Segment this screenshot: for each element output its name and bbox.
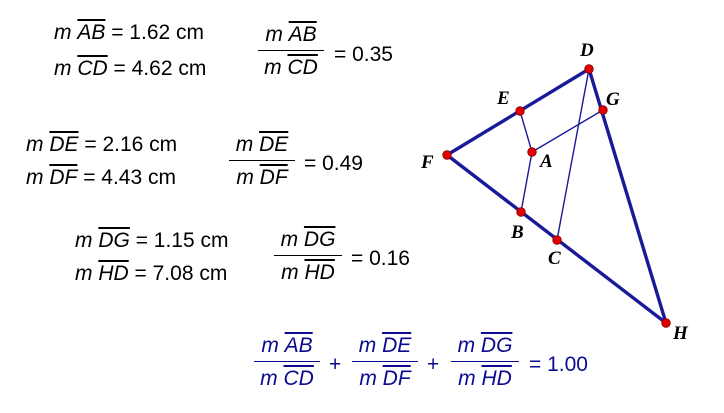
measure-cd-value: = 4.62 cm <box>113 57 207 80</box>
ratio-dg-hd: m DG m HD <box>274 229 342 283</box>
ratio-denominator: m CD <box>264 56 318 79</box>
label-e: E <box>496 88 510 109</box>
ratio-de-df-value: = 0.49 <box>304 152 363 175</box>
point-c[interactable] <box>552 235 562 245</box>
segment-cd-label: CD <box>77 57 108 80</box>
label-g: G <box>606 89 620 110</box>
measure-prefix: m <box>54 21 72 44</box>
measure-prefix: m <box>75 262 93 285</box>
point-d[interactable] <box>584 64 594 74</box>
ratio-de-df: m DE m DF <box>229 134 295 188</box>
segment-ab <box>520 151 533 213</box>
point-b[interactable] <box>516 207 526 217</box>
measure-prefix: m <box>54 57 72 80</box>
measure-dg-value: = 1.15 cm <box>135 229 229 252</box>
measure-df-value: = 4.43 cm <box>83 166 176 189</box>
fraction-bar <box>258 50 324 51</box>
ratio-dg-hd-value: = 0.16 <box>351 247 410 270</box>
segment-dc <box>556 68 590 241</box>
sum-value: = 1.00 <box>529 353 588 376</box>
label-a: A <box>539 151 553 172</box>
point-a[interactable] <box>527 147 537 157</box>
sum-plus-2: + <box>427 353 440 376</box>
measure-ab: m AB = 1.62 cm <box>54 22 204 43</box>
measure-prefix: m <box>26 133 44 156</box>
fraction-bar <box>352 361 418 362</box>
measure-hd-value: = 7.08 cm <box>134 262 228 285</box>
segment-dg-label: DG <box>98 229 130 252</box>
point-f[interactable] <box>442 150 452 160</box>
segment-ab-label: AB <box>77 21 106 44</box>
segment-ga <box>531 109 604 153</box>
ratio-numerator: m DG <box>280 228 336 251</box>
label-b: B <box>510 222 524 243</box>
fraction-bar <box>451 361 519 362</box>
measure-dg: m DG = 1.15 cm <box>75 230 229 251</box>
point-e[interactable] <box>515 106 525 116</box>
segment-df-label: DF <box>49 166 78 189</box>
label-f: F <box>420 152 434 173</box>
measure-ab-value: = 1.62 cm <box>111 21 205 44</box>
measure-cd: m CD = 4.62 cm <box>54 58 206 79</box>
fraction-bar <box>229 160 295 161</box>
ratio-ab-cd: m AB m CD <box>258 24 324 78</box>
point-h[interactable] <box>661 318 671 328</box>
fraction-bar <box>274 255 342 256</box>
ratio-denominator: m HD <box>281 261 335 284</box>
measure-prefix: m <box>26 166 44 189</box>
label-d: D <box>579 40 594 61</box>
sum-term-dg-hd: m DG m HD <box>451 335 519 389</box>
sum-plus-1: + <box>329 353 342 376</box>
ratio-numerator: m AB <box>265 23 317 46</box>
triangle-dfh <box>445 67 668 325</box>
label-c: C <box>548 248 561 269</box>
measure-prefix: m <box>75 229 93 252</box>
sum-term-ab-cd: m AB m CD <box>254 335 320 389</box>
measure-de-value: = 2.16 cm <box>84 133 178 156</box>
measure-hd: m HD = 7.08 cm <box>75 263 227 284</box>
ratio-numerator: m DE <box>235 133 289 156</box>
segment-ea <box>519 110 533 153</box>
ratio-denominator: m DF <box>236 166 288 189</box>
measure-df: m DF = 4.43 cm <box>26 167 176 188</box>
segment-de-label: DE <box>49 133 79 156</box>
ratio-ab-cd-value: = 0.35 <box>334 43 393 66</box>
label-h: H <box>672 323 689 344</box>
sum-term-de-df: m DE m DF <box>352 335 418 389</box>
fraction-bar <box>254 361 320 362</box>
segment-hd-label: HD <box>98 262 129 285</box>
measure-de: m DE = 2.16 cm <box>26 134 177 155</box>
point-g[interactable] <box>598 105 608 115</box>
